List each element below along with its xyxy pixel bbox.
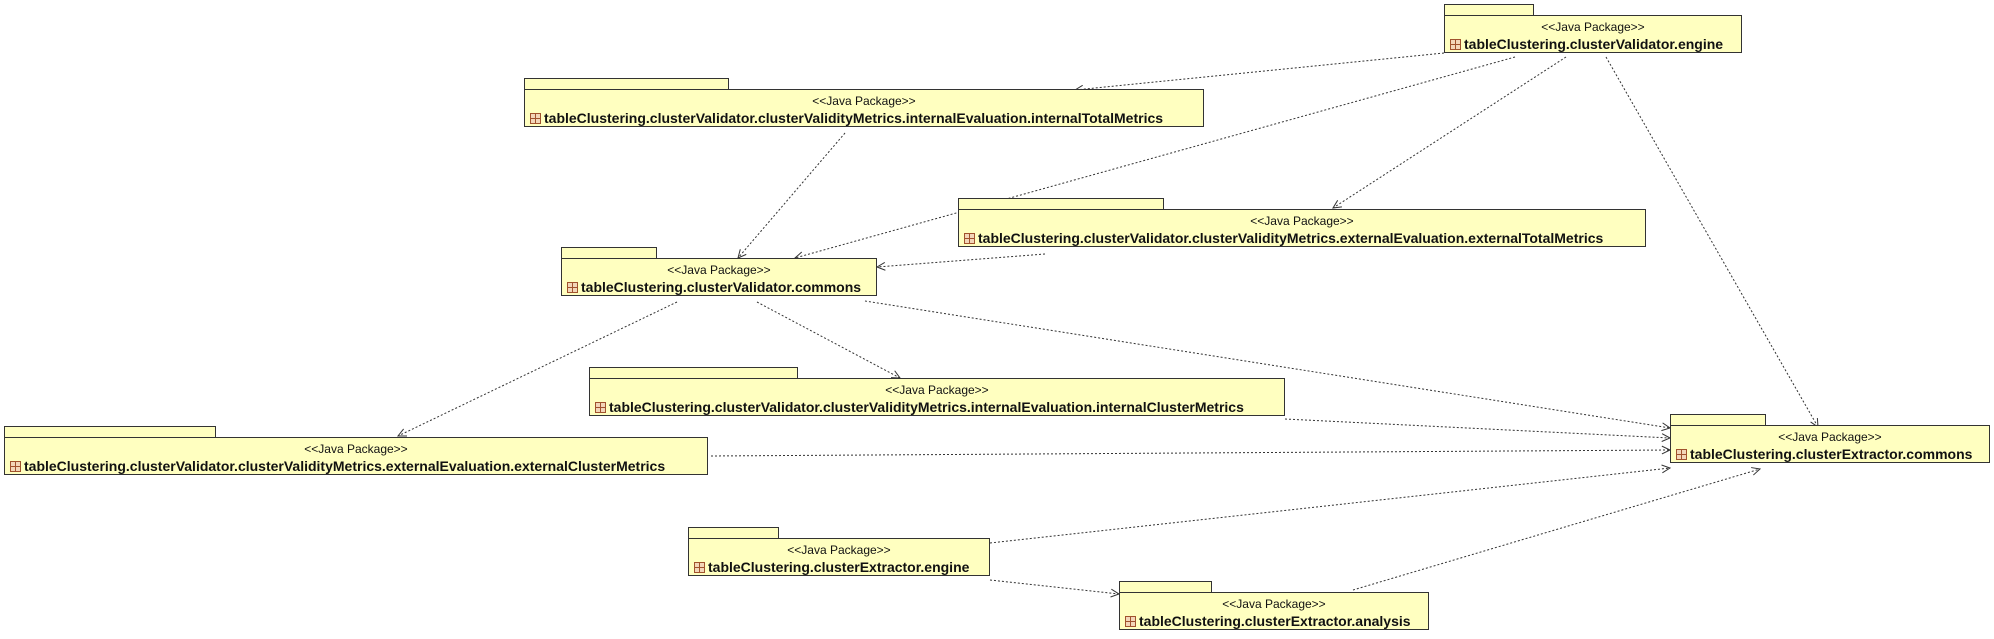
- package-name: tableClustering.clusterExtractor.analysi…: [1139, 613, 1411, 629]
- package-icon: [1450, 38, 1461, 50]
- package-name: tableClustering.clusterExtractor.engine: [708, 559, 970, 575]
- package-body: <<Java Package>> tableClustering.cluster…: [4, 437, 708, 475]
- package-icon: [567, 281, 578, 293]
- dependency-engine-to-internalTotal: [1074, 52, 1445, 91]
- stereotype-label: <<Java Package>>: [667, 263, 771, 277]
- package-icon: [530, 112, 541, 124]
- dependency-validatorCommons-to-internalCluster: [756, 301, 901, 379]
- dependency-externalTotal-to-validatorCommons: [876, 253, 1046, 268]
- package-icon: [964, 232, 975, 244]
- package-name: tableClustering.clusterValidator.commons: [581, 279, 862, 295]
- package-body: <<Java Package>> tableClustering.cluster…: [958, 209, 1646, 247]
- dependency-engine-to-externalTotal: [1332, 56, 1567, 209]
- package-internal-total-metrics[interactable]: <<Java Package>> tableClustering.cluster…: [524, 78, 1204, 128]
- stereotype-label: <<Java Package>>: [885, 383, 989, 397]
- dependency-externalCluster-to-extractorCommons: [710, 449, 1671, 457]
- arrowhead: [396, 428, 408, 437]
- stereotype-label: <<Java Package>>: [812, 94, 916, 108]
- arrowhead: [1751, 467, 1762, 476]
- arrowhead: [875, 262, 886, 271]
- stereotype-label: <<Java Package>>: [1541, 20, 1645, 34]
- dependency-extractorEngine-to-extractorCommons: [989, 467, 1671, 544]
- package-cluster-validator-commons[interactable]: <<Java Package>> tableClustering.cluster…: [561, 247, 877, 297]
- stereotype-label: <<Java Package>>: [787, 543, 891, 557]
- stereotype-label: <<Java Package>>: [304, 442, 408, 456]
- package-icon: [10, 460, 21, 472]
- dependency-extractorEngine-to-extractorAnalysis: [989, 579, 1120, 595]
- package-body: <<Java Package>> tableClustering.cluster…: [1670, 425, 1990, 463]
- package-icon: [1676, 448, 1687, 460]
- stereotype-label: <<Java Package>>: [1250, 214, 1354, 228]
- dependency-engine-to-validatorCommons: [794, 56, 1516, 259]
- package-icon: [1125, 615, 1136, 627]
- package-cluster-extractor-analysis[interactable]: <<Java Package>> tableClustering.cluster…: [1119, 581, 1429, 631]
- dependency-engine-to-extractorCommons: [1605, 56, 1819, 428]
- arrowhead: [1661, 422, 1672, 432]
- package-cluster-extractor-engine[interactable]: <<Java Package>> tableClustering.cluster…: [688, 527, 990, 577]
- package-cluster-extractor-commons[interactable]: <<Java Package>> tableClustering.cluster…: [1670, 414, 1990, 464]
- package-body: <<Java Package>> tableClustering.cluster…: [1444, 15, 1742, 53]
- stereotype-label: <<Java Package>>: [1222, 597, 1326, 611]
- package-external-total-metrics[interactable]: <<Java Package>> tableClustering.cluster…: [958, 198, 1646, 248]
- package-name: tableClustering.clusterValidator.engine: [1464, 36, 1724, 52]
- package-cluster-validator-engine[interactable]: <<Java Package>> tableClustering.cluster…: [1444, 4, 1742, 54]
- package-body: <<Java Package>> tableClustering.cluster…: [1119, 592, 1429, 630]
- stereotype-label: <<Java Package>>: [1778, 430, 1882, 444]
- dependency-validatorCommons-to-externalCluster: [397, 301, 678, 437]
- package-body: <<Java Package>> tableClustering.cluster…: [589, 378, 1285, 416]
- package-icon: [595, 401, 606, 413]
- package-icon: [694, 561, 705, 573]
- arrowhead: [1332, 200, 1342, 209]
- dependency-extractorAnalysis-to-extractorCommons: [1352, 468, 1761, 591]
- arrowhead: [1661, 464, 1672, 474]
- package-external-cluster-metrics[interactable]: <<Java Package>> tableClustering.cluster…: [4, 426, 708, 476]
- package-name: tableClustering.clusterValidator.cluster…: [24, 458, 666, 474]
- package-body: <<Java Package>> tableClustering.cluster…: [688, 538, 990, 576]
- package-name: tableClustering.clusterValidator.cluster…: [609, 399, 1244, 415]
- dependency-internalTotal-to-validatorCommons: [737, 132, 846, 259]
- package-name: tableClustering.clusterExtractor.commons: [1690, 446, 1973, 462]
- package-body: <<Java Package>> tableClustering.cluster…: [561, 258, 877, 296]
- package-name: tableClustering.clusterValidator.cluster…: [978, 230, 1604, 246]
- package-internal-cluster-metrics[interactable]: <<Java Package>> tableClustering.cluster…: [589, 367, 1285, 417]
- package-body: <<Java Package>> tableClustering.cluster…: [524, 89, 1204, 127]
- package-name: tableClustering.clusterValidator.cluster…: [544, 110, 1164, 126]
- dependency-internalCluster-to-extractorCommons: [1284, 418, 1671, 439]
